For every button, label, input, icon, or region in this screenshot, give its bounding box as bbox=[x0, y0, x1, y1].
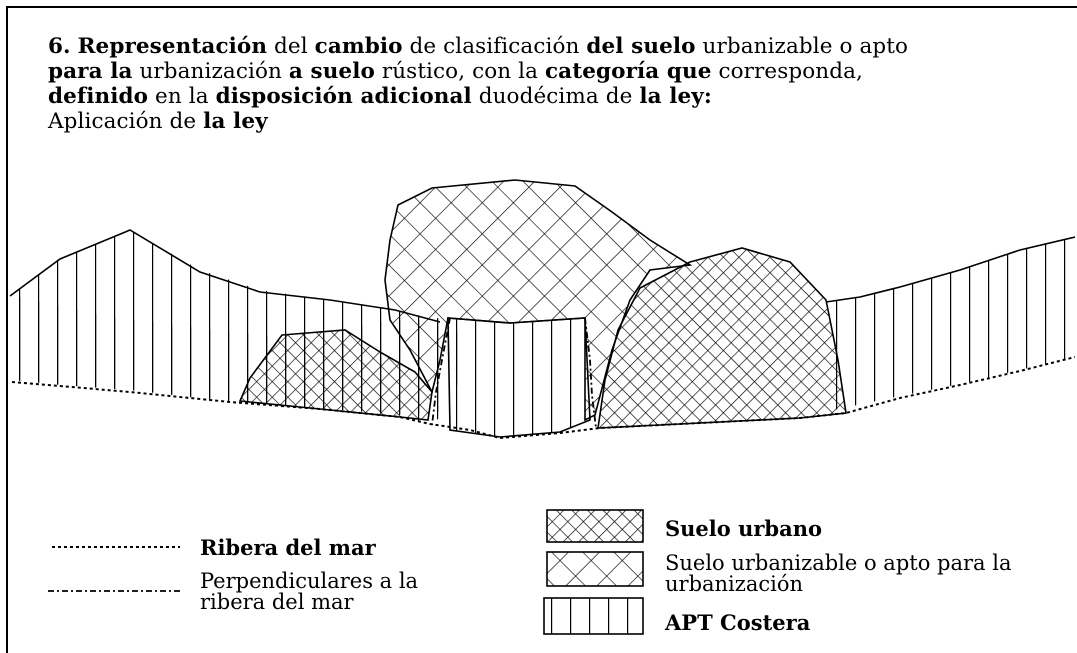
heading-s8: a suelo bbox=[288, 59, 375, 84]
perpendicular-right bbox=[584, 317, 597, 429]
apt-costera-central-block bbox=[447, 317, 591, 438]
heading-s0: Representación bbox=[77, 34, 268, 59]
legend-apt-costera-label: APT Costera bbox=[665, 610, 811, 635]
heading-s7: urbanización bbox=[132, 59, 289, 84]
heading-s4: del suelo bbox=[586, 34, 696, 59]
heading-s3: de clasificación bbox=[402, 34, 587, 59]
figure-frame bbox=[6, 6, 1077, 653]
legend-suelo-urbano-swatch bbox=[546, 509, 644, 543]
figure-heading: 6. Representación del cambio de clasific… bbox=[48, 34, 1058, 134]
legend-suelo-urbanizable-swatch bbox=[546, 551, 644, 587]
heading-s12: definido bbox=[48, 84, 149, 109]
suelo-urbano-left bbox=[238, 329, 433, 421]
heading-s2: cambio bbox=[314, 34, 403, 59]
legend-suelo-urbano-label: Suelo urbano bbox=[665, 516, 822, 541]
heading-s13: en la bbox=[148, 84, 216, 109]
heading-s17: Aplicación de bbox=[48, 109, 204, 134]
ribera-del-mar-line bbox=[11, 356, 1075, 440]
legend-apt-costera-swatch bbox=[543, 597, 644, 635]
heading-number: 6. bbox=[48, 34, 71, 59]
heading-s14: disposición adicional bbox=[215, 84, 472, 109]
heading-s15: duodécima de bbox=[471, 84, 640, 109]
heading-s9: rústico, con la bbox=[374, 59, 545, 84]
heading-s5: urbanizable o apto bbox=[695, 34, 909, 59]
heading-s18: la ley bbox=[203, 109, 268, 134]
legend-suelo-urbanizable-label: Suelo urbanizable o apto para la urbaniz… bbox=[665, 551, 1012, 596]
suelo-urbano-right bbox=[597, 247, 847, 429]
heading-s11: corresponda, bbox=[711, 59, 863, 84]
legend-ribera-label: Ribera del mar bbox=[200, 535, 376, 560]
heading-s6: para la bbox=[48, 59, 133, 84]
perpendicular-left bbox=[431, 317, 451, 426]
suelo-urbanizable-area bbox=[384, 179, 693, 422]
heading-s16: la ley: bbox=[639, 84, 712, 109]
legend-perpendiculares-label: Perpendiculares a la ribera del mar bbox=[200, 569, 419, 614]
heading-s1: del bbox=[267, 34, 315, 59]
heading-s10: categoría que bbox=[544, 59, 712, 84]
